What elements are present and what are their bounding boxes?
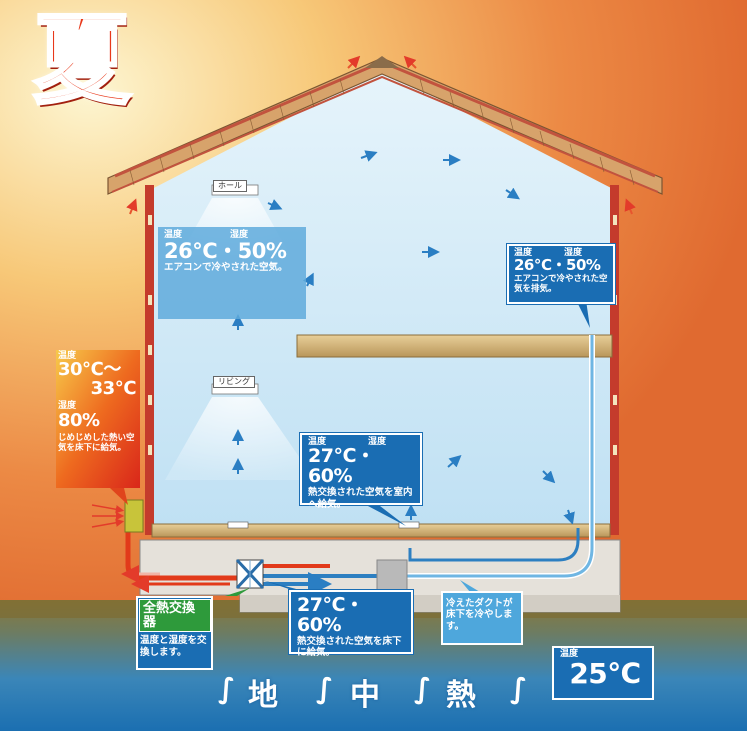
outdoor-humidity: 80% (58, 409, 100, 431)
humidity-label: 湿度 (564, 248, 583, 258)
heat-wave-icon: ∫ (414, 672, 432, 705)
ridge-vent (365, 56, 399, 68)
temp-label: 温度 (514, 248, 533, 258)
outdoor-intake-vent (124, 499, 144, 533)
humidity-label: 湿度 (58, 401, 77, 412)
humidity-label: 湿度 (368, 437, 387, 447)
underfloor-supply-values: 27℃・60% (297, 594, 364, 636)
outdoor-temp-2: 33℃ (90, 378, 137, 400)
ground-temp-label: 温度 (560, 649, 579, 659)
heat-exchanger-text: 温度と湿度を交換します。 (140, 635, 207, 658)
upper-room-text: エアコンで冷やされた空気。 (164, 262, 288, 274)
room-tag-living: リビング (213, 376, 255, 388)
outdoor-temp-1: 30℃〜 (58, 359, 121, 381)
underfloor-supply-text: 熱交換された空気を床下に給気。 (297, 635, 402, 659)
ground-temp-box (552, 646, 654, 700)
ground-char-2: 中 (350, 678, 380, 713)
living-supply-values: 27℃・60% (308, 445, 375, 488)
outdoor-air-callout: 温度 30℃〜 33℃ 湿度 80% じめじめした熱い空気を床下に給気。 (58, 351, 140, 453)
outdoor-air-callout-bg (56, 350, 140, 488)
ground-temp-value: 25℃ (569, 657, 641, 691)
underfloor-supply-callout: 27℃・60% 熱交換された空気を床下に給気。 (289, 590, 413, 658)
heat-exchanger-callout: 全熱交換器 温度と湿度を交換します。 (139, 599, 211, 658)
exhaust-values: 26℃・50% (514, 256, 601, 275)
exhaust-text: エアコンで冷やされた空気を排気。 (514, 274, 608, 295)
left-wall (145, 185, 154, 535)
upper-room-callout: 温度 湿度 26℃・50% エアコンで冷やされた空気。 (158, 227, 306, 319)
room-tag-hall: ホール (213, 180, 247, 192)
heat-wave-icon: ∫ (218, 672, 236, 705)
outdoor-text: じめじめした熱い空気を床下に給気。 (58, 432, 135, 453)
temp-label: 温度 (58, 351, 77, 361)
upper-floor (296, 334, 613, 358)
ground-temp-callout: 温度 25℃ (560, 649, 650, 691)
duct-note-text: 冷えたダクトが床下を冷やします。 (446, 598, 513, 632)
main-floor (151, 523, 611, 538)
humidity-label: 湿度 (230, 230, 249, 240)
heat-exchanger-title: 全熱交換器 (139, 599, 211, 633)
heat-wave-icon: ∫ (510, 672, 528, 705)
right-wall (610, 185, 619, 535)
living-supply-text: 熱交換された空気を室内へ給気。 (308, 487, 413, 510)
temp-label: 温度 (308, 437, 327, 447)
duct-note-callout: 冷えたダクトが床下を冷やします。 (446, 598, 520, 632)
exhaust-callout: 温度 湿度 26℃・50% エアコンで冷やされた空気を排気。 (507, 244, 615, 304)
season-title: 夏 (31, 4, 132, 118)
living-supply-callout: 温度 湿度 27℃・60% 熱交換された空気を室内へ給気。 (300, 433, 422, 510)
heat-wave-icon: ∫ (316, 672, 334, 705)
upper-room-values: 26℃・50% (164, 239, 287, 264)
temp-label: 温度 (164, 230, 183, 240)
duct-junction-box (376, 559, 408, 591)
ground-char-1: 地 (248, 678, 278, 713)
ground-char-3: 熱 (446, 678, 476, 713)
